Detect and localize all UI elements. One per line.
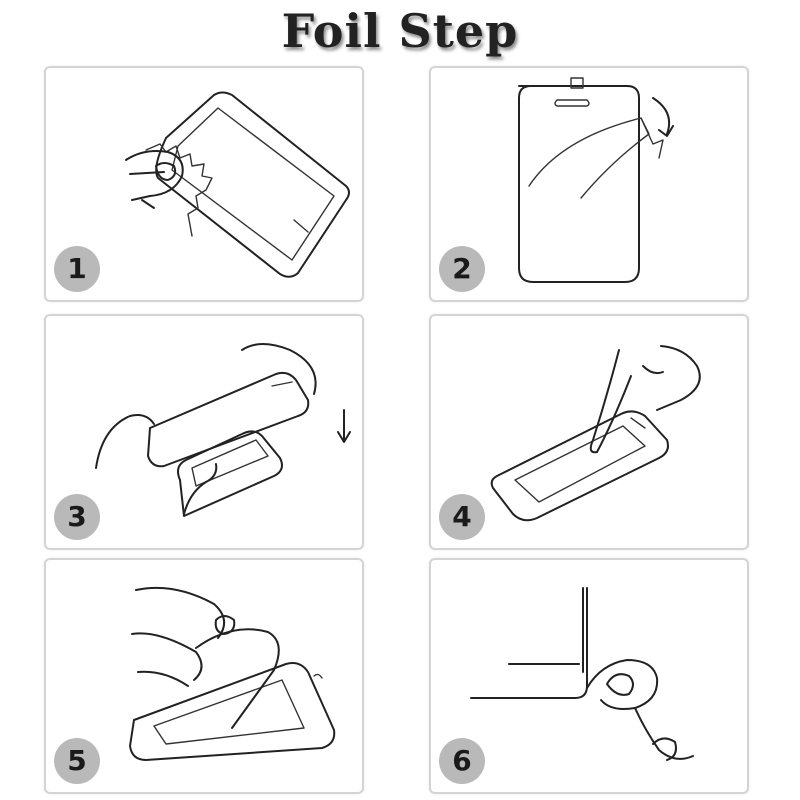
step-3-illustration (95, 343, 351, 517)
step-3-panel: 3 (44, 314, 364, 550)
step-5-panel: 5 (44, 558, 364, 794)
step-number-badge: 1 (54, 246, 100, 292)
phone-outline (155, 91, 350, 278)
step-number-badge: 3 (54, 494, 100, 540)
phone-outline (490, 410, 669, 522)
phone-outline (518, 85, 640, 283)
step-1-panel: 1 (44, 66, 364, 302)
page-title: Foil Step (281, 4, 519, 58)
hand-shape (125, 150, 184, 209)
hand-shape (95, 343, 317, 515)
step-5-illustration (129, 586, 336, 761)
hand-shape (586, 659, 694, 761)
phone-outline (129, 662, 336, 761)
step-1-illustration (125, 91, 350, 278)
hand-shape (131, 586, 236, 687)
peeling-film (195, 628, 280, 729)
step-number-badge: 2 (439, 246, 485, 292)
step-4-panel: 4 (429, 314, 749, 550)
hand-shape (589, 345, 701, 454)
step-2-panel: 2 (429, 66, 749, 302)
step-2-illustration (518, 77, 674, 283)
step-6-panel: 6 (429, 558, 749, 794)
step-number-badge: 6 (439, 738, 485, 784)
phone-corner-outline (470, 587, 588, 699)
step-4-illustration (490, 345, 701, 522)
screen-protector (147, 371, 310, 468)
curved-arrow-icon (652, 97, 674, 137)
phone-outline (177, 430, 283, 517)
down-arrow-icon (337, 409, 351, 443)
step-number-badge: 5 (54, 738, 100, 784)
step-6-illustration (470, 587, 694, 761)
step-number-badge: 4 (439, 494, 485, 540)
cloth-shape (145, 143, 213, 237)
peeling-film (528, 77, 664, 199)
